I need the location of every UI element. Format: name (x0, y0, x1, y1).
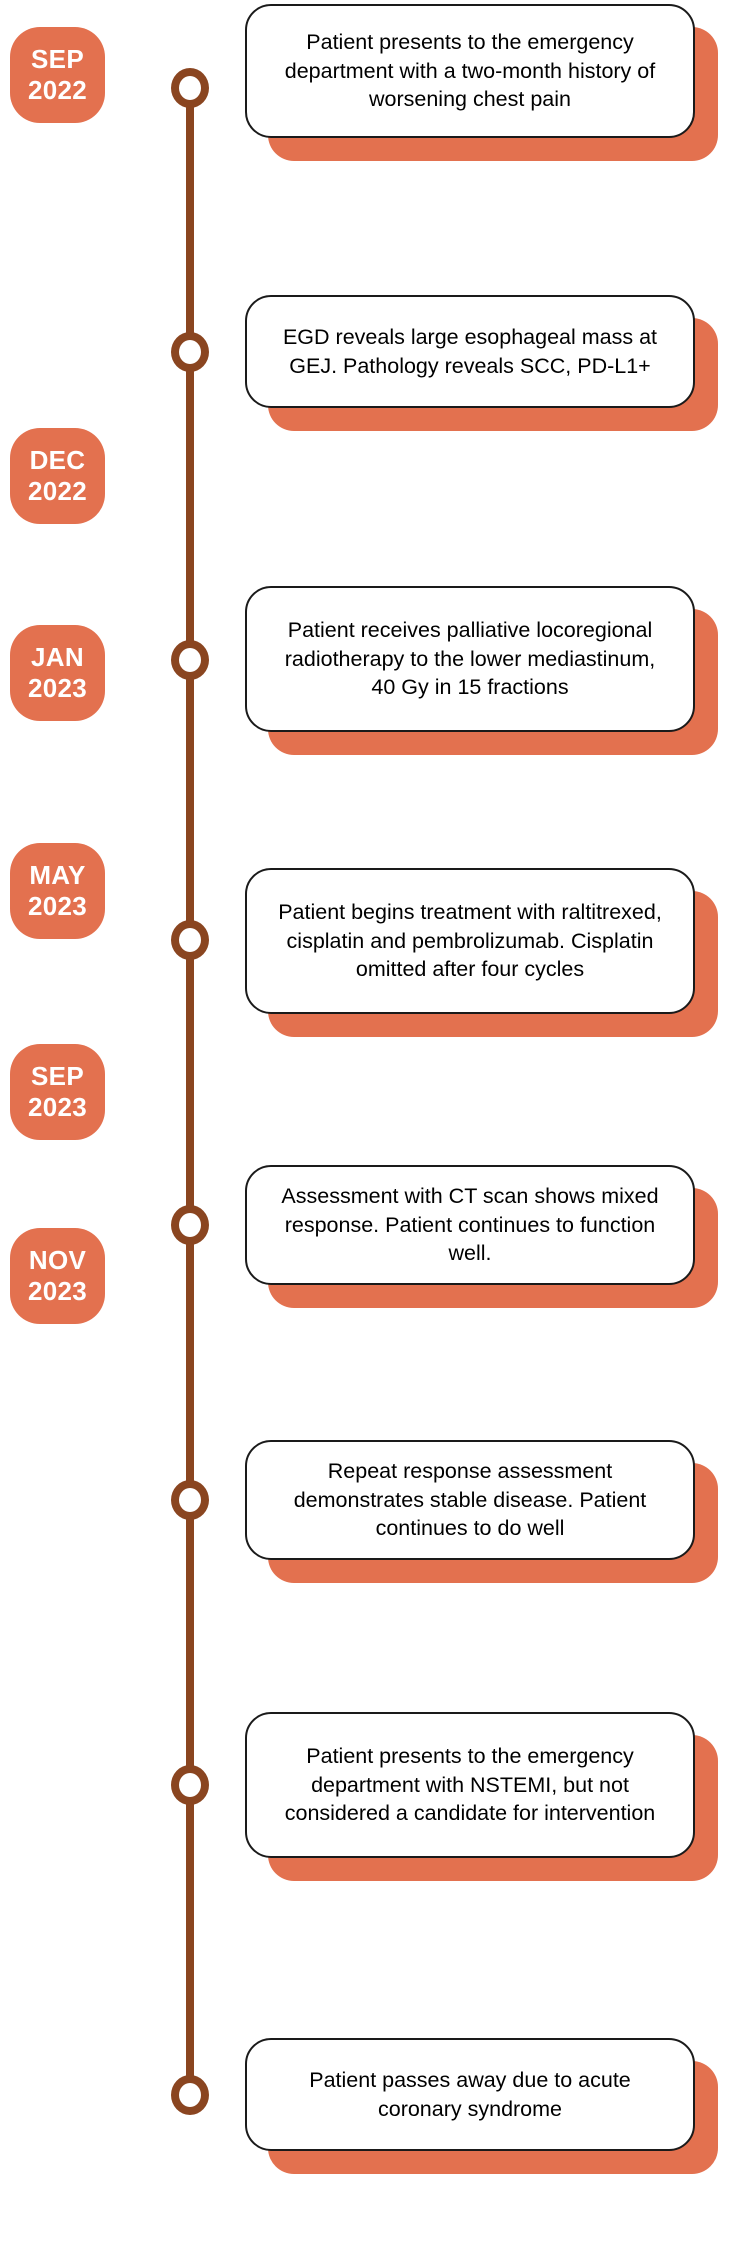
event-card-8: Patient passes away due to acute coronar… (245, 2038, 695, 2151)
timeline-node-2 (171, 332, 209, 372)
date-badge-month: JAN (31, 642, 84, 673)
event-card-text: Patient presents to the emergency depart… (284, 1744, 656, 1826)
date-badge-month: DEC (29, 445, 86, 476)
event-card-text: Repeat response assessment demonstrates … (293, 1459, 647, 1541)
event-card-text: Patient presents to the emergency depart… (284, 30, 656, 112)
event-card-text: Patient passes away due to acute coronar… (309, 2067, 631, 2121)
timeline-node-8 (171, 2075, 209, 2115)
event-card-text: Assessment with CT scan shows mixed resp… (281, 1184, 659, 1266)
event-card-3: Patient receives palliative locoregional… (245, 586, 695, 732)
date-badge-year: 2023 (27, 1092, 88, 1122)
timeline-node-5 (171, 1205, 209, 1245)
event-card-wrapper-3: Patient receives palliative locoregional… (245, 586, 718, 755)
timeline-node-3 (171, 640, 209, 680)
date-badge-year: 2022 (27, 476, 88, 506)
date-badge-month: SEP (31, 44, 84, 75)
event-card-2: EGD reveals large esophageal mass at GEJ… (245, 295, 695, 408)
event-card-text: EGD reveals large esophageal mass at GEJ… (282, 324, 658, 378)
event-card-7: Patient presents to the emergency depart… (245, 1712, 695, 1858)
date-badge-year: 2023 (27, 1276, 88, 1306)
event-card-4: Patient begins treatment with raltitrexe… (245, 868, 695, 1014)
event-card-wrapper-1: Patient presents to the emergency depart… (245, 4, 718, 161)
date-badge-month: SEP (31, 1061, 84, 1092)
event-card-wrapper-5: Assessment with CT scan shows mixed resp… (245, 1165, 718, 1308)
date-badge-year: 2023 (27, 891, 88, 921)
timeline-spine (186, 88, 194, 2095)
date-badge-month: NOV (28, 1245, 87, 1276)
event-card-wrapper-4: Patient begins treatment with raltitrexe… (245, 868, 718, 1037)
event-card-wrapper-2: EGD reveals large esophageal mass at GEJ… (245, 295, 718, 431)
timeline-node-4 (171, 920, 209, 960)
event-card-text: Patient begins treatment with raltitrexe… (278, 900, 662, 982)
event-card-5: Assessment with CT scan shows mixed resp… (245, 1165, 695, 1285)
event-card-wrapper-6: Repeat response assessment demonstrates … (245, 1440, 718, 1583)
timeline-node-1 (171, 68, 209, 108)
timeline-node-6 (171, 1480, 209, 1520)
date-badge-year: 2023 (27, 673, 88, 703)
event-card-text: Patient receives palliative locoregional… (284, 618, 656, 700)
timeline-node-7 (171, 1765, 209, 1805)
event-card-wrapper-8: Patient passes away due to acute coronar… (245, 2038, 718, 2174)
date-badge-month: MAY (29, 860, 86, 891)
event-card-1: Patient presents to the emergency depart… (245, 4, 695, 138)
event-card-6: Repeat response assessment demonstrates … (245, 1440, 695, 1560)
event-card-wrapper-7: Patient presents to the emergency depart… (245, 1712, 718, 1881)
date-badge-year: 2022 (27, 75, 88, 105)
